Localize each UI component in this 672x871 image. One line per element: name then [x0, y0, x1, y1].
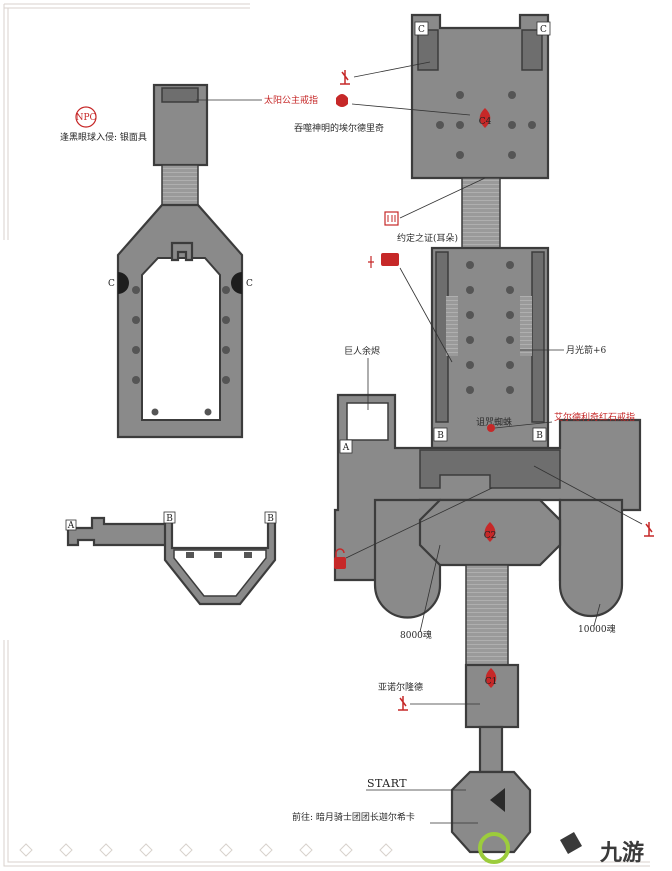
curse-spider-label: 诅咒蜘蛛 [476, 416, 512, 428]
npc-badge-icon [75, 106, 97, 128]
svg-text:C2: C2 [484, 531, 497, 541]
bonfire-icon [485, 668, 497, 688]
svg-text:B: B [166, 514, 173, 524]
svg-text:九游: 九游 [599, 840, 644, 866]
cathedral-main-map [333, 13, 642, 854]
marker-boss [336, 94, 471, 116]
marker-chest [368, 253, 453, 363]
svg-text:A: A [342, 443, 350, 453]
decorative-frame [3, 3, 650, 867]
sword-marker-icon [644, 522, 654, 537]
lower-passage-map [66, 516, 277, 606]
bonfire-c1: C1 [485, 668, 498, 688]
eldrich-ring-label: 艾尔德利奇红石戒指 [554, 411, 635, 423]
souls-8000-label: 8000魂 [400, 629, 432, 641]
logo-icon [478, 832, 510, 864]
sword-marker-icon [340, 70, 350, 85]
upper-door-c-right: C [246, 279, 253, 289]
anor-londo-label: 亚诺尔隆德 [378, 681, 423, 693]
chest-icon [381, 253, 399, 266]
start-label: START [367, 777, 407, 790]
svg-text:C: C [418, 25, 425, 35]
sun-princess-ring-label: 太阳公主戒指 [264, 94, 318, 106]
marker-sword-bottom [398, 696, 480, 711]
npc-badge: NPC [75, 106, 97, 128]
svg-text:B: B [536, 431, 543, 441]
svg-text:B: B [437, 431, 444, 441]
giant-ember-label: 巨人余烬 [344, 345, 380, 357]
marker-oath [384, 177, 486, 226]
svg-text:C: C [540, 25, 547, 35]
bonfire-c2: C2 [484, 522, 497, 542]
svg-text:B: B [267, 514, 274, 524]
goto-label: 前往: 暗月骑士团团长迦尔希卡 [292, 811, 415, 823]
souls-10000-label: 10000魂 [578, 623, 616, 635]
svg-text:C4: C4 [479, 117, 492, 127]
eldrich-label: 吞噬神明的埃尔德里奇 [294, 122, 384, 134]
bonfire-c4: C4 [479, 108, 492, 128]
sword-marker-icon [398, 696, 408, 711]
bonfire-icon [479, 108, 491, 128]
hall-pillars [436, 91, 536, 159]
upper-pillars [132, 286, 230, 416]
main-doors: C C A B B [339, 21, 551, 454]
svg-text:NPC: NPC [76, 113, 97, 123]
nave-pillars [466, 261, 514, 394]
npc-invasion-label: 逢黑眼球入侵: 银面具 [60, 131, 147, 143]
moonlight-arrow-label: 月光箭+6 [566, 344, 607, 356]
svg-text:A: A [67, 521, 75, 531]
lock-icon [334, 557, 346, 569]
boss-skull-icon [336, 94, 348, 107]
oath-token-label: 约定之证(耳朵) [397, 232, 458, 244]
marker-sword-top [340, 61, 431, 85]
marker-lock [334, 487, 493, 569]
lower-doors: A B B [65, 511, 277, 531]
bonfire-icon [484, 522, 496, 542]
oath-token-icon [384, 211, 399, 226]
red-dot-icon [487, 424, 495, 432]
marker-sword-right [533, 465, 654, 537]
upper-door-c-left: C [108, 279, 115, 289]
watermark: 九游 [478, 832, 644, 866]
upper-tower-map [116, 83, 244, 439]
svg-text:C1: C1 [485, 677, 498, 687]
